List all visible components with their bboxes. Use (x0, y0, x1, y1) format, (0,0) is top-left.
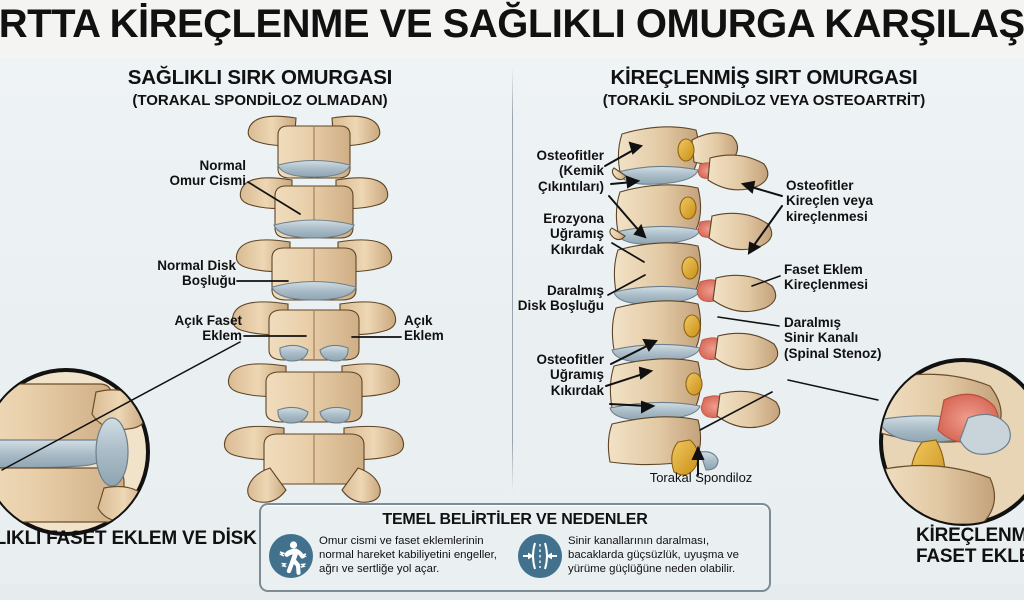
symptom-item-text: Omur cismi ve faset eklemlerinin normal … (319, 535, 497, 575)
right-corner-label-line1: KİREÇLENMİŞ (916, 525, 1024, 546)
bent-person-pain-icon (269, 534, 313, 578)
right-section-heading: KİREÇLENMİŞ SIRT OMURGASI (TORAKİL SPOND… (514, 66, 1014, 109)
label-osteophytes-bone-spurs: Osteofitler(Kemik Çıkıntıları) (536, 148, 604, 194)
symptom-item-text: Sinir kanallarının daralması, bacaklarda… (568, 535, 739, 575)
right-corner-label-line2: FASET EKLEM (916, 545, 1024, 567)
page-title: SIRTTA KİREÇLENME VE SAĞLIKLI OMURGA KAR… (0, 2, 1024, 46)
top-band (0, 0, 1024, 58)
left-section-heading: SAĞLIKLI SIRK OMURGASI (TORAKAL SPONDİLO… (10, 66, 510, 109)
left-corner-label: SAĞLIKLI FASET EKLEM VE DİSK (0, 528, 257, 549)
symptom-panel: TEMEL BELİRTİLER VE NEDENLER (259, 503, 771, 592)
right-corner-label: KİREÇLENMİŞ FASET EKLEM (916, 525, 1024, 567)
right-heading-primary: KİREÇLENMİŞ SIRT OMURGASI (610, 66, 918, 89)
left-detail-circle (0, 368, 150, 536)
spinal-canal-narrowing-icon (518, 534, 562, 578)
right-heading-secondary: (TORAKİL SPONDİLOZ VEYA OSTEOARTRİT) (602, 92, 926, 109)
healthy-spine-illustration (223, 115, 405, 503)
left-heading-primary: SAĞLIKLI SIRK OMURGASI (127, 66, 393, 89)
symptom-panel-title: TEMEL BELİRTİLER VE NEDENLER (382, 511, 648, 528)
section-divider (512, 67, 513, 492)
degenerated-spine-illustration (607, 126, 781, 476)
symptom-item: Omur cismi ve faset eklemlerinin normal … (269, 534, 512, 578)
symptom-panel-items: Omur cismi ve faset eklemlerinin normal … (269, 534, 761, 578)
label-thoracic-spondylosis: Torakal Spondiloz (649, 470, 753, 485)
symptom-item: Sinir kanallarının daralması, bacaklarda… (518, 534, 761, 578)
left-heading-secondary: (TORAKAL SPONDİLOZ OLMADAN) (132, 92, 388, 109)
